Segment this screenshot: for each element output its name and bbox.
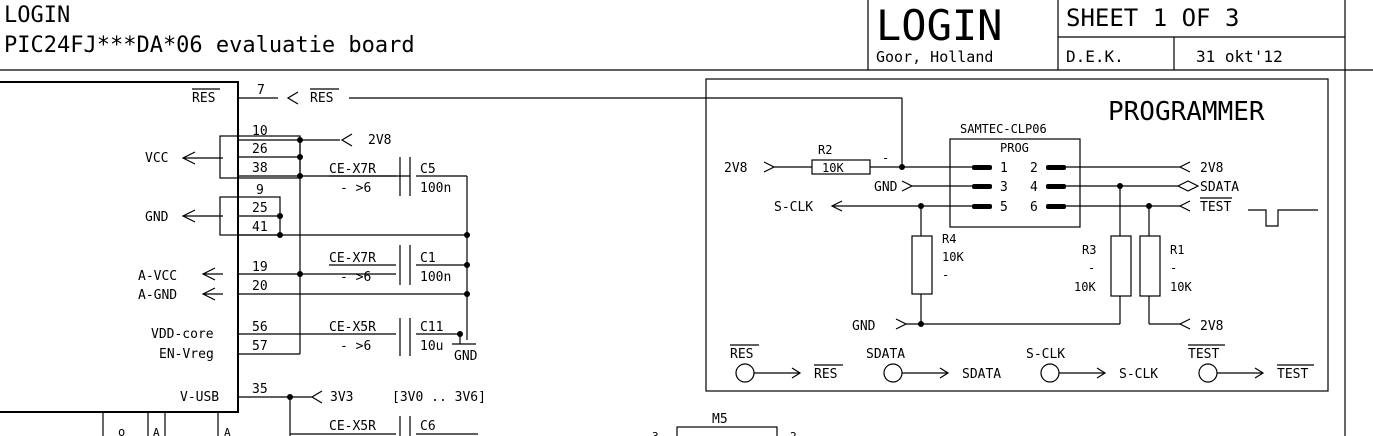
prog-net-test-right: TEST [1200,200,1231,215]
pin-56: 56 [252,320,268,335]
r3-dash: - [1088,261,1095,275]
c1-value: 100n [420,270,451,285]
r1-name: R1 [1170,243,1184,257]
net-3v3: 3V3 [330,390,353,405]
pin-name-res: RES [192,91,215,106]
r4-value: 10K [942,250,964,264]
conn-pin-2: 2 [1030,161,1038,176]
r1-value: 10K [1170,280,1192,294]
connector-name: SAMTEC-CLP06 [960,122,1047,136]
location: Goor, Holland [876,48,993,66]
r3-value: 10K [1074,280,1096,294]
prog-net-sclk-left: S-CLK [774,200,813,215]
programmer-block: PROGRAMMER SAMTEC-CLP06 PROG 1 2 3 4 5 6… [705,78,1329,392]
prog-net-gnd-bottom: GND [852,319,876,334]
prog-net-gnd-left: GND [874,180,898,195]
c11-type: CE-X5R [329,320,376,335]
testpoint-test: TEST TEST [1188,344,1314,383]
conn-pin-6: 6 [1030,200,1038,215]
author: D.E.K. [1066,47,1124,66]
tp-test-net: TEST [1277,367,1308,382]
tp-sdata-net: SDATA [962,367,1001,382]
prog-net-2v8-bottom: 2V8 [1200,319,1223,334]
mcu-bottom-label-a: o [118,425,125,436]
c6-type: CE-X5R [329,419,376,434]
net-res: RES [310,91,333,106]
r4-dash: - [942,268,949,282]
pin-name-agnd: A-GND [138,288,177,303]
testpoint-res: RES RES [730,344,843,383]
r4-name: R4 [942,232,956,246]
mcu-bottom-label-b: А [153,426,160,436]
pin-name-vusb: V-USB [180,390,219,405]
pin-9: 9 [256,183,264,198]
r3-name: R3 [1082,243,1096,257]
r2-name: R2 [818,143,832,157]
pin-name-gnd: GND [145,210,169,225]
m5-pin-right: 2 [790,430,797,436]
c5-type: CE-X7R [329,162,376,177]
conn-pin-5: 5 [1000,200,1008,215]
tp-sclk-label: S-CLK [1026,347,1065,362]
net-3v-range: [3V0 .. 3V6] [392,390,486,405]
pin-19: 19 [252,260,268,275]
c5-name: C5 [420,162,436,177]
m5-module: M5 3 2 [652,412,797,436]
mcu-bottom-label-c: А [224,426,231,436]
pin-name-vcc: VCC [145,151,168,166]
pin-name-avcc: A-VCC [138,269,177,284]
power-wiring: 7 RES 10 26 38 2V8 CE-X7R - >6 C5 100n [219,83,902,436]
tp-sdata-label: SDATA [866,347,905,362]
mcu-symbol: o А А RES VCC GND A-VCC A-GND VDD-core E… [0,81,239,436]
m5-name: M5 [712,412,728,427]
c5-value: 100n [420,181,451,196]
pin-41: 41 [252,220,268,235]
date: 31 okt'12 [1196,47,1283,66]
r2-dash: - [882,151,889,165]
net-gnd-c11: GND [454,349,478,364]
r2-value: 10K [822,161,844,175]
pin-name-envreg: EN-Vreg [159,347,214,362]
c11-name: C11 [420,320,443,335]
c1-type: CE-X7R [329,251,376,266]
sheet-number: SHEET 1 OF 3 [1066,4,1239,32]
net-2v8: 2V8 [368,133,391,148]
c1-volt: - >6 [340,270,371,285]
pin-25: 25 [252,201,268,216]
header-name: LOGIN [4,3,70,28]
pin-38: 38 [252,161,268,176]
header-subtitle: PIC24FJ***DA*06 evaluatie board [4,33,415,58]
r1-dash: - [1170,261,1177,275]
c11-value: 10u [420,339,443,354]
conn-pin-3: 3 [1000,180,1008,195]
tp-res-label: RES [730,347,753,362]
c5-volt: - >6 [340,181,371,196]
m5-pin-left: 3 [652,430,659,436]
testpoint-sdata: SDATA SDATA [866,347,1001,383]
conn-pin-1: 1 [1000,161,1008,176]
testpoint-sclk: S-CLK S-CLK [1026,347,1158,383]
pin-20: 20 [252,279,268,294]
pin-57: 57 [252,339,268,354]
tp-sclk-net: S-CLK [1119,367,1158,382]
prog-net-sdata-right: SDATA [1200,180,1239,195]
pin-10: 10 [252,124,268,139]
c6-name: C6 [420,419,436,434]
pin-26: 26 [252,142,268,157]
prog-net-2v8-right: 2V8 [1200,161,1223,176]
tp-res-net: RES [814,367,837,382]
c11-volt: - >6 [340,339,371,354]
pin-name-vddcore: VDD-core [151,327,214,342]
conn-pin-4: 4 [1030,180,1038,195]
tp-test-label: TEST [1188,347,1219,362]
logo-text: LOGIN [876,1,1002,50]
pin-7: 7 [257,83,265,98]
programmer-title: PROGRAMMER [1108,97,1265,127]
c1-name: C1 [420,251,436,266]
pin-35: 35 [252,382,268,397]
prog-net-2v8-left: 2V8 [724,161,747,176]
connector-sub: PROG [1000,141,1029,155]
